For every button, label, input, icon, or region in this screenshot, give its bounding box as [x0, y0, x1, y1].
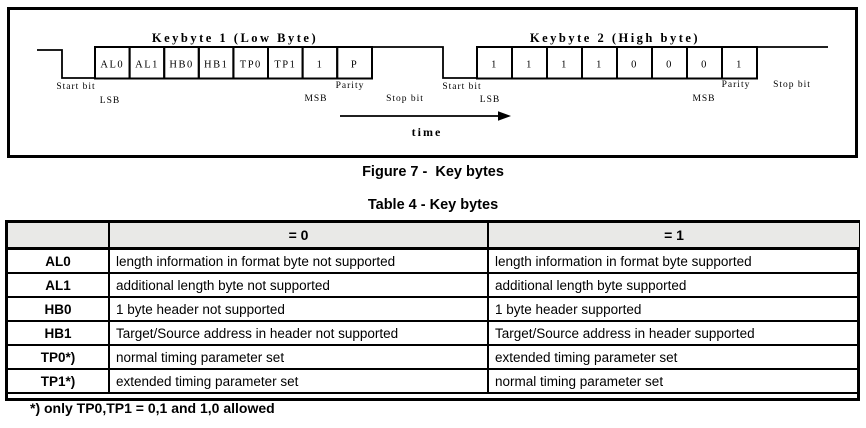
table4-footnote: *) only TP0,TP1 = 0,1 and 1,0 allowed: [30, 400, 275, 416]
table-row: AL0 length information in format byte no…: [8, 247, 859, 274]
bit-label: 0: [666, 60, 673, 71]
bit-label: HB0: [169, 60, 193, 71]
keybyte2-lsb-label: LSB: [480, 95, 500, 105]
bit-label: 1: [596, 60, 603, 71]
bit-name-cell: HB0: [8, 296, 110, 322]
bit-label: HB1: [204, 60, 228, 71]
bit-cell: [336, 46, 374, 80]
value0-cell: Target/Source address in header not supp…: [108, 320, 489, 346]
figure7-waveform-frame: Keybyte 1 (Low Byte) Keybyte 2 (High byt…: [7, 7, 858, 158]
keybyte2-title: Keybyte 2 (High byte): [530, 31, 700, 45]
bit-name-cell: HB1: [8, 320, 110, 346]
keybyte2-stopbit-label: Stop bit: [773, 80, 811, 90]
header-cell-eq1: = 1: [487, 223, 859, 250]
bit-label: 1: [317, 60, 324, 71]
value1-cell: Target/Source address in header supporte…: [487, 320, 859, 346]
keybyte1-bit-cells: AL0 AL1 HB0 HB1 TP0 TP1 1 P: [94, 46, 374, 80]
table4-frame: = 0 = 1 AL0 length information in format…: [5, 220, 860, 401]
bit-label: 0: [631, 60, 638, 71]
table-row: HB0 1 byte header not supported 1 byte h…: [8, 296, 859, 322]
table-header-row: = 0 = 1: [8, 223, 859, 250]
time-label: time: [412, 125, 443, 139]
value0-cell: length information in format byte not su…: [108, 247, 489, 274]
value0-cell: 1 byte header not supported: [108, 296, 489, 322]
keybyte1-title: Keybyte 1 (Low Byte): [152, 31, 318, 45]
keybyte1-startbit-label: Start bit: [56, 82, 95, 92]
bit-cell: [721, 46, 758, 80]
keybyte1-stopbit-label: Stop bit: [386, 94, 424, 104]
keybyte1-parity-label: Parity: [336, 81, 365, 91]
value0-cell: normal timing parameter set: [108, 344, 489, 370]
waveform-diagram: Keybyte 1 (Low Byte) Keybyte 2 (High byt…: [37, 31, 828, 139]
bit-name-cell: AL1: [8, 272, 110, 298]
bit-label: 1: [736, 60, 743, 71]
table4-caption: Table 4 - Key bytes: [367, 197, 499, 213]
bit-label: P: [351, 60, 358, 71]
bit-label: 0: [701, 60, 708, 71]
time-arrowhead-icon: [498, 111, 511, 121]
bit-label: 1: [561, 60, 568, 71]
keybyte2-parity-label: Parity: [722, 80, 751, 90]
waveform-stopbit1-startbit2-line: [372, 46, 478, 79]
figure7-caption: Figure 7 - Key bytes: [362, 164, 504, 180]
key-bytes-table: = 0 = 1 AL0 length information in format…: [8, 223, 859, 394]
bit-label: TP1: [274, 60, 296, 71]
waveform-startbit1-line: [37, 47, 96, 79]
value1-cell: normal timing parameter set: [487, 368, 859, 394]
value0-cell: additional length byte not supported: [108, 272, 489, 298]
bit-name-cell: AL0: [8, 247, 110, 274]
time-axis-arrow: time: [340, 111, 511, 139]
value1-cell: extended timing parameter set: [487, 344, 859, 370]
bit-name-cell: TP1*): [8, 368, 110, 394]
bit-label: 1: [491, 60, 498, 71]
keybyte2-startbit-label: Start bit: [442, 82, 481, 92]
bit-label: 1: [526, 60, 533, 71]
bit-label: AL1: [135, 60, 159, 71]
table-row: TP0*) normal timing parameter set extend…: [8, 344, 859, 370]
value0-cell: extended timing parameter set: [108, 368, 489, 394]
table-row: HB1 Target/Source address in header not …: [8, 320, 859, 346]
keybyte1-msb-label: MSB: [304, 94, 327, 104]
header-cell-bit: [8, 223, 110, 250]
value1-cell: additional length byte supported: [487, 272, 859, 298]
header-cell-eq0: = 0: [108, 223, 489, 250]
value1-cell: 1 byte header supported: [487, 296, 859, 322]
table-row: AL1 additional length byte not supported…: [8, 272, 859, 298]
bit-name-cell: TP0*): [8, 344, 110, 370]
bit-label: AL0: [100, 60, 124, 71]
bit-label: TP0: [240, 60, 262, 71]
keybyte1-lsb-label: LSB: [100, 96, 120, 106]
value1-cell: length information in format byte suppor…: [487, 247, 859, 274]
keybyte2-msb-label: MSB: [692, 94, 715, 104]
table-row: TP1*) extended timing parameter set norm…: [8, 368, 859, 394]
keybyte2-bit-cells: 1 1 1 1 0 0 0 1: [476, 46, 758, 80]
